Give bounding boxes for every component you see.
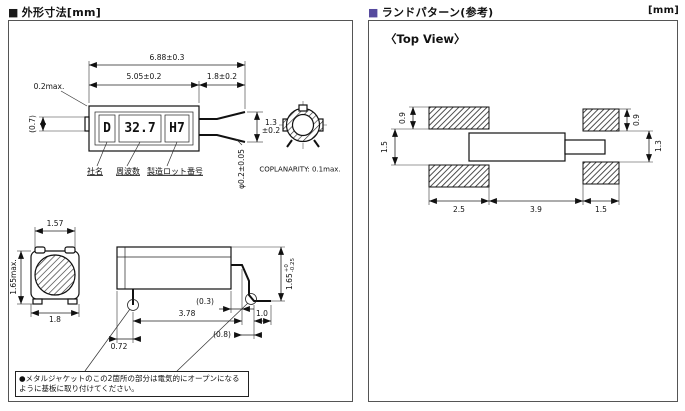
- top-view-drawing: [39, 61, 263, 167]
- dim-tab-height: (0.7): [28, 115, 38, 133]
- dim-side-bend-08: (0.8): [213, 330, 231, 340]
- land-pattern-svg: [391, 106, 653, 205]
- dim-center-span: 3.9: [530, 205, 542, 215]
- dim-side-offset-072: 0.72: [110, 342, 128, 352]
- left-panel-title-text: 外形寸法[mm]: [21, 6, 102, 19]
- open-spot-marker-2: [245, 293, 257, 305]
- component-body-outline: [88, 105, 200, 152]
- end-view-drawing: [17, 227, 80, 317]
- marking-frequency: 32.7: [124, 121, 156, 137]
- left-panel-title: ■外形寸法[mm]: [8, 4, 101, 20]
- dim-lead-spread-tol: ±0.2: [261, 126, 281, 135]
- dim-pad-height-left: 0.9: [398, 112, 408, 124]
- coplanarity-note: COPLANARITY: 0.1max.: [259, 165, 341, 174]
- land-pattern-panel: 〈Top View〉 0.9 1.5 0.9 1.3 2.5 3.9 1.5: [368, 20, 678, 402]
- marking-lot: H7: [169, 121, 185, 137]
- open-spot-marker-1: [127, 299, 139, 311]
- marking-company: D: [103, 121, 111, 137]
- dim-pad-width-left: 2.5: [453, 205, 465, 215]
- dim-endview-width: 1.8: [49, 315, 61, 325]
- front-view-drawing: [279, 101, 327, 149]
- dim-side-foot-length: 1.0: [256, 309, 268, 319]
- dim-body-length: 5.05±0.2: [126, 72, 162, 82]
- crystal-can: [291, 113, 315, 137]
- jacket-side-outline: [116, 246, 232, 290]
- square-bullet-icon: ■: [368, 6, 379, 19]
- label-company-name: 社名: [87, 166, 103, 176]
- dim-side-height-tolerance: +0 -0.25: [283, 258, 296, 273]
- top-view-heading: 〈Top View〉: [385, 32, 466, 46]
- dim-endview-inner-width: 1.57: [46, 219, 64, 229]
- dim-pad-height-right: 0.9: [632, 114, 642, 126]
- jacket-seam-tab: [84, 116, 90, 132]
- dim-seam-thickness: 0.2max.: [33, 82, 65, 92]
- land-pad-bottom-right: [582, 161, 620, 185]
- dim-side-height: 1.65 +0 -0.25: [284, 258, 296, 290]
- jacket-foot-right: [67, 298, 78, 305]
- component-outline: [468, 132, 566, 162]
- land-pad-top-right: [582, 108, 620, 132]
- gullwing-lead: [231, 264, 271, 302]
- dim-pad-gap-right: 1.3: [654, 140, 664, 152]
- dim-side-body-length: 3.78: [178, 309, 196, 319]
- dim-side-offset-03: (0.3): [196, 297, 214, 307]
- lead-land-outline: [564, 139, 606, 155]
- side-view-drawing: [109, 246, 285, 343]
- jacket-top-seam: [298, 104, 308, 112]
- right-panel-title-text: ランドパターン(参考): [381, 6, 494, 19]
- label-frequency: 周波数: [116, 166, 140, 176]
- mounting-note: ●メタルジャケットのこの2箇所の部分は電気的にオープンになるように基板に取り付け…: [15, 371, 249, 398]
- land-pattern-dimensions: [391, 106, 653, 205]
- land-pad-top-left: [428, 106, 490, 130]
- outline-dimensions-svg: [17, 61, 327, 372]
- dim-lead-spread: 1.3 ±0.2: [262, 119, 280, 135]
- note-leader-lines: [84, 302, 249, 372]
- dim-pad-width-right: 1.5: [595, 205, 607, 215]
- dim-side-height-value: 1.65: [285, 273, 295, 290]
- dim-pad-gap-left: 1.5: [380, 141, 390, 153]
- crystal-cross-section: [34, 254, 76, 296]
- land-pattern-drawing: [428, 106, 620, 188]
- dim-lead-diameter: φ0.2±0.05: [237, 149, 247, 189]
- outline-dimensions-panel: 6.88±0.3 5.05±0.2 1.8±0.2 0.2max. (0.7) …: [8, 20, 353, 402]
- upper-lead-wire: [199, 111, 246, 120]
- land-pad-bottom-left: [428, 164, 490, 188]
- jacket-foot-left: [32, 298, 43, 305]
- right-panel-title: ■ランドパターン(参考): [368, 4, 494, 20]
- dim-total-length: 6.88±0.3: [149, 53, 185, 63]
- label-lot-number: 製造ロット番号: [147, 166, 203, 176]
- right-panel-unit-label: [mm]: [648, 5, 680, 16]
- square-bullet-icon: ■: [8, 6, 19, 19]
- dim-endview-height: 1.65max.: [9, 259, 19, 295]
- lower-lead-wire: [199, 134, 246, 143]
- dim-lead-spread-value: 1.3: [265, 118, 277, 128]
- dim-lead-length: 1.8±0.2: [206, 72, 238, 82]
